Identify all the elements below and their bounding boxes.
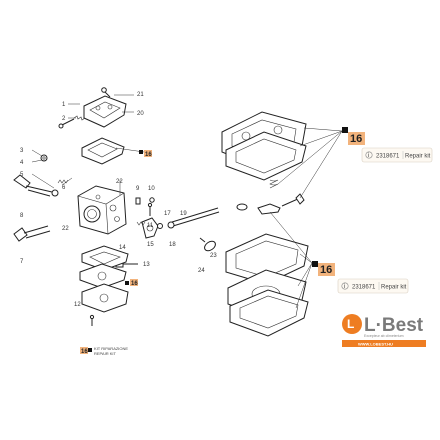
- cover-lower-12: [81, 283, 129, 313]
- gasket-ring-a: [225, 233, 309, 285]
- part-label: 11: [147, 223, 154, 229]
- choke-part-7: [13, 225, 51, 242]
- part-label: 10: [148, 186, 155, 192]
- svg-text:2318671: 2318671: [352, 285, 376, 291]
- screw-part-22-lower: [89, 314, 95, 326]
- small-parts-9-10: [135, 197, 155, 205]
- part-label: 14: [119, 245, 126, 251]
- svg-text:i: i: [368, 153, 369, 159]
- kit-marker-16-bottom: 16: [125, 279, 138, 287]
- svg-text:16: 16: [320, 264, 332, 276]
- repair-kit-callout-bottom[interactable]: 16 i 2318671 Repair kit: [312, 261, 409, 294]
- part-label: 24: [198, 268, 205, 274]
- part-label: 20: [137, 111, 144, 117]
- svg-text:16: 16: [350, 133, 362, 145]
- kit-legend: 16 KIT RIPARAZIONE REPAIR KIT: [80, 346, 128, 356]
- part-label: 8: [20, 213, 24, 219]
- kit-marker-16-top: 16: [139, 150, 152, 158]
- carburetor-body: [77, 185, 127, 235]
- part-label: 15: [147, 242, 154, 248]
- brand-name: L·Best: [364, 315, 424, 336]
- svg-text:2318671: 2318671: [376, 154, 400, 160]
- part-label: 4: [20, 160, 24, 166]
- brand-logo: L L·Best Excepteur ab climeterium WWW.LO…: [342, 314, 426, 347]
- part-label: 23: [210, 253, 217, 259]
- screw-part-21: [101, 87, 111, 98]
- part-label: 6: [62, 185, 66, 191]
- part-label: 7: [20, 259, 24, 265]
- spring-upper-right: [269, 179, 279, 189]
- repair-kit-callout-top[interactable]: 16 i 2318671 Repair kit: [342, 127, 433, 163]
- screw-part-1: [58, 118, 75, 129]
- leader-lines-right: [269, 127, 343, 309]
- part-label: 18: [169, 242, 176, 248]
- info-icon: [341, 282, 349, 290]
- shaft-part-18: [157, 207, 220, 229]
- svg-text:L: L: [347, 317, 354, 331]
- svg-text:KIT RIPARAZIONE: KIT RIPARAZIONE: [94, 346, 128, 351]
- brand-badge-icon: [342, 314, 362, 334]
- spring-part-2: [73, 115, 86, 121]
- leader-lines-left: [31, 94, 145, 195]
- part-label: 21: [137, 92, 144, 98]
- svg-text:Repair kit: Repair kit: [381, 285, 407, 291]
- part-label: 22: [62, 226, 69, 232]
- part-label: 19: [180, 211, 187, 217]
- gasket-lower-b: [79, 263, 127, 289]
- metering-lever-right: [236, 193, 305, 215]
- part-label: 1: [62, 102, 66, 108]
- part-label: 12: [74, 302, 81, 308]
- diaphragm-plate-part: [81, 137, 125, 165]
- needle-part-5: [40, 154, 48, 162]
- screw-part-11: [147, 202, 153, 216]
- throttle-plate-part-24: [204, 240, 216, 252]
- spring-part-14: [136, 221, 146, 226]
- part-label: 3: [20, 148, 24, 154]
- svg-text:i: i: [344, 284, 345, 290]
- part-label: 17: [164, 211, 171, 217]
- part-label: 5: [20, 172, 24, 178]
- svg-text:Repair kit: Repair kit: [405, 154, 431, 160]
- gasket-upper: [225, 131, 307, 181]
- part-label: 22: [116, 179, 123, 185]
- throttle-part-15: [141, 217, 159, 239]
- gasket-ring-b: [229, 289, 309, 337]
- gasket-lower-a: [81, 245, 129, 271]
- part-label: 9: [136, 186, 140, 192]
- info-icon: [365, 151, 373, 159]
- svg-text:REPAIR KIT: REPAIR KIT: [94, 351, 116, 356]
- screw-part-23: [199, 237, 206, 243]
- brand-url: WWW.LOBEST.HU: [358, 342, 393, 347]
- lever-part-6: [13, 174, 59, 197]
- brand-tagline: Excepteur ab climeterium: [364, 334, 404, 338]
- svg-text:16: 16: [81, 349, 88, 355]
- svg-text:16: 16: [131, 281, 138, 287]
- svg-text:16: 16: [145, 152, 152, 158]
- spring-part-4: [57, 179, 69, 184]
- part-label: 2: [62, 116, 66, 122]
- cover-part-20: [83, 95, 127, 128]
- part-numbers: 21 20 1 2 3 4 5 6 7 8 9 10 11 12 13 14 1…: [20, 92, 217, 308]
- part-label: 13: [143, 262, 150, 268]
